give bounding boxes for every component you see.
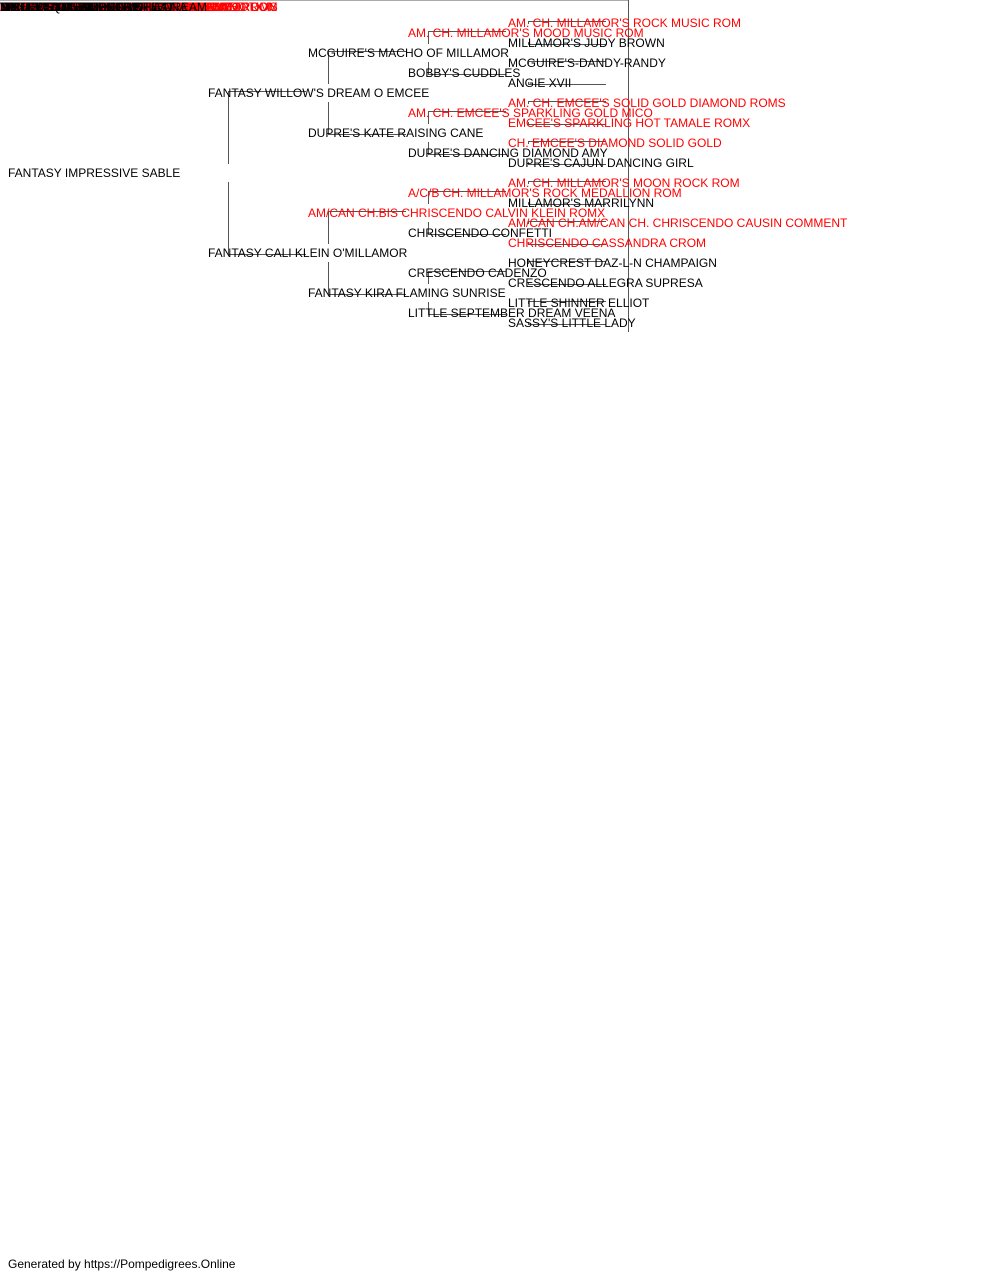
dog-name-genundefined: MILLAMOR'S LULLABY OF TIM SUE — [0, 0, 201, 14]
dog-name-genundefined: AM. CH. JEWEL-KEN SPARKLING FLAMBORO — [0, 0, 260, 14]
dog-name-genundefined: TAMARA QUEEN OF JOY — [0, 0, 142, 14]
dog-name-genundefined: CAN. CH. CHRISCENDO CHATELAINE — [0, 0, 215, 14]
dog-name-gen5: MCGUIRE'S-DANDY-RANDY — [508, 56, 666, 70]
dog-name-gen4: AM. CH. EMCEE'S SPARKLING GOLD MICO — [408, 106, 653, 120]
dog-name-genundefined: PITTARD'S FANTASTIC DUKE LINE — [0, 0, 196, 14]
dog-name-gen4: DUPRE'S DANCING DIAMOND AMY — [408, 146, 608, 160]
dog-name-gen5: HONEYCREST DAZ-L-N CHAMPAIGN — [508, 256, 717, 270]
dog-name-gen5: CH. EMCEE'S DIAMOND SOLID GOLD — [508, 136, 722, 150]
dog-name-gen5: MILLAMOR'S JUDY BROWN — [508, 36, 665, 50]
dog-name-genundefined: AM. CH. EMCEE'S SOLID GOLD DIAMOND ROMS — [0, 0, 278, 14]
dog-name-gen3: DUPRE'S KATE RAISING CANE — [308, 126, 484, 140]
dog-name-genundefined: LLL DANCING GOLD KIM — [0, 0, 141, 14]
dog-name-genundefined: MILLER'S CAVALIER RUSTICANA — [0, 0, 188, 14]
dog-name-gen4: AM. CH. MILLAMOR'S MOOD MUSIC ROM — [408, 26, 644, 40]
dog-name-gen5: CRESCENDO ALLEGRA SUPRESA — [508, 276, 703, 290]
dog-name-genundefined: AM. CH. MODEL'S TRULY-A-DIAMOND — [0, 0, 215, 14]
dog-name-genundefined: COOPER'S BOUNCING TENNIS BALL — [0, 0, 211, 14]
dog-name-genundefined: MILLER'S GINGER SNAP — [0, 0, 141, 14]
dog-name-genundefined: AM. CH. MILLAMOR'S MOON ROCK ROM — [0, 0, 232, 14]
dog-name-gen5: MILLAMOR'S MARRILYNN — [508, 196, 655, 210]
dog-name-gen4: CHRISCENDO CONFETTI — [408, 226, 552, 240]
dog-name-gen4: CRESCENDO CADENZO — [408, 266, 547, 280]
dog-name-genundefined: AM. CH. JERIBETH'S SILVER SPARKLE — [0, 0, 220, 14]
dog-name-genundefined: PEBBLES DANCING FANCY — [0, 0, 157, 14]
dog-name-gen2: FANTASY CALI KLEIN O'MILLAMOR — [208, 246, 408, 260]
dog-name-gen4: A/C/B CH. MILLAMOR'S ROCK MEDALLION ROM — [408, 186, 682, 200]
dog-name-genundefined: EMCEE'S TARTAN TAM — [0, 0, 130, 14]
dog-name-genundefined: NANCY'S CREAMPUFF OF A DREAM — [0, 0, 207, 14]
dog-name-gen5: LITTLE SHINNER ELLIOT — [508, 296, 650, 310]
dog-name-genundefined: AM. CH. EMCEE'S SPARKLING CHIP — [0, 0, 205, 14]
dog-name-genundefined: LOU-LAN'S APRIL GOLD — [0, 0, 137, 14]
dog-name-genundefined: CAN. CH. CHRISCENDO CARLOTTA — [0, 0, 204, 14]
dog-name-genundefined: AM. CH. BROWN'S GAMBLING MAN — [0, 0, 202, 14]
dog-name-gen5: AM/CAN CH.AM/CAN CH. CHRISCENDO CAUSIN C… — [508, 216, 848, 230]
dog-name-gen4: LITTLE SEPTEMBER DREAM VEENA — [408, 306, 616, 320]
dog-name-genundefined: CH. HONEYCREST RAZ'LE DAZLE DANTE — [0, 0, 238, 14]
dog-name-genundefined: AM. CH. MILLAMOR'S MARLITA — [0, 0, 177, 14]
dog-name-gen2: FANTASY WILLOW'S DREAM O EMCEE — [208, 86, 430, 100]
dog-name-gen3: FANTASY KIRA FLAMING SUNRISE — [308, 286, 506, 300]
dog-name-gen5: AM. CH. MILLAMOR'S MOON ROCK ROM — [508, 176, 740, 190]
dog-name-gen5: DUPRE'S CAJUN DANCING GIRL — [508, 156, 694, 170]
dog-name-genundefined: WHEELER'S DOLLY CHERUB — [0, 0, 166, 14]
dog-name-genundefined: CH. MODEL'S SOLID GOLD — [0, 0, 154, 14]
dog-name-gen1: FANTASY IMPRESSIVE SABLE — [8, 166, 181, 180]
dog-name-gen5: AM. CH. EMCEE'S SOLID GOLD DIAMOND ROMS — [508, 96, 786, 110]
dog-name-genundefined: AM. CH. MILLAMOR'S MARK OF DIXIELAND ROM — [0, 0, 278, 14]
dog-name-genundefined: EMCEE'S ADORABLE BIT OF GOLD ROM — [0, 0, 232, 14]
dog-name-gen4: BOBBY'S CUDDLES — [408, 66, 521, 80]
dog-name-gen5: EMCEE'S SPARKLING HOT TAMALE ROMX — [508, 116, 751, 130]
dog-name-genundefined: BROWN'S PRECIOUS JEWEL — [0, 0, 166, 14]
dog-name-gen3: MCGUIRE'S MACHO OF MILLAMOR — [308, 46, 509, 60]
dog-name-genundefined: A/C/B CH. CHRISCENDO CAUSIN A COMMOTION — [0, 0, 278, 14]
dog-name-gen5: CHRISCENDO CASSANDRA CROM — [508, 236, 707, 250]
dog-name-genundefined: SIR TERENCE OF JOY — [0, 0, 128, 14]
dog-name-gen5: SASSY'S LITTLE LADY — [508, 316, 636, 330]
generated-by-footer: Generated by https://Pompedigrees.Online — [8, 1257, 236, 1271]
dog-name-gen5: ANGIE XVII — [508, 76, 572, 90]
dog-name-genundefined: COOPER'S LITTLE NIP OF HONEY — [0, 0, 195, 14]
dog-name-genundefined: NANCY'S LITTLE BUCKWHEAT — [0, 0, 175, 14]
dog-name-gen3: AM/CAN CH.BIS CHRISCENDO CALVIN KLEIN RO… — [308, 206, 606, 220]
dog-name-genundefined: AM. CH. MAJESTIC SPARKLIN' DIAMOND — [0, 0, 233, 14]
dog-name-gen5: AM. CH. MILLAMOR'S ROCK MUSIC ROM — [508, 16, 741, 30]
